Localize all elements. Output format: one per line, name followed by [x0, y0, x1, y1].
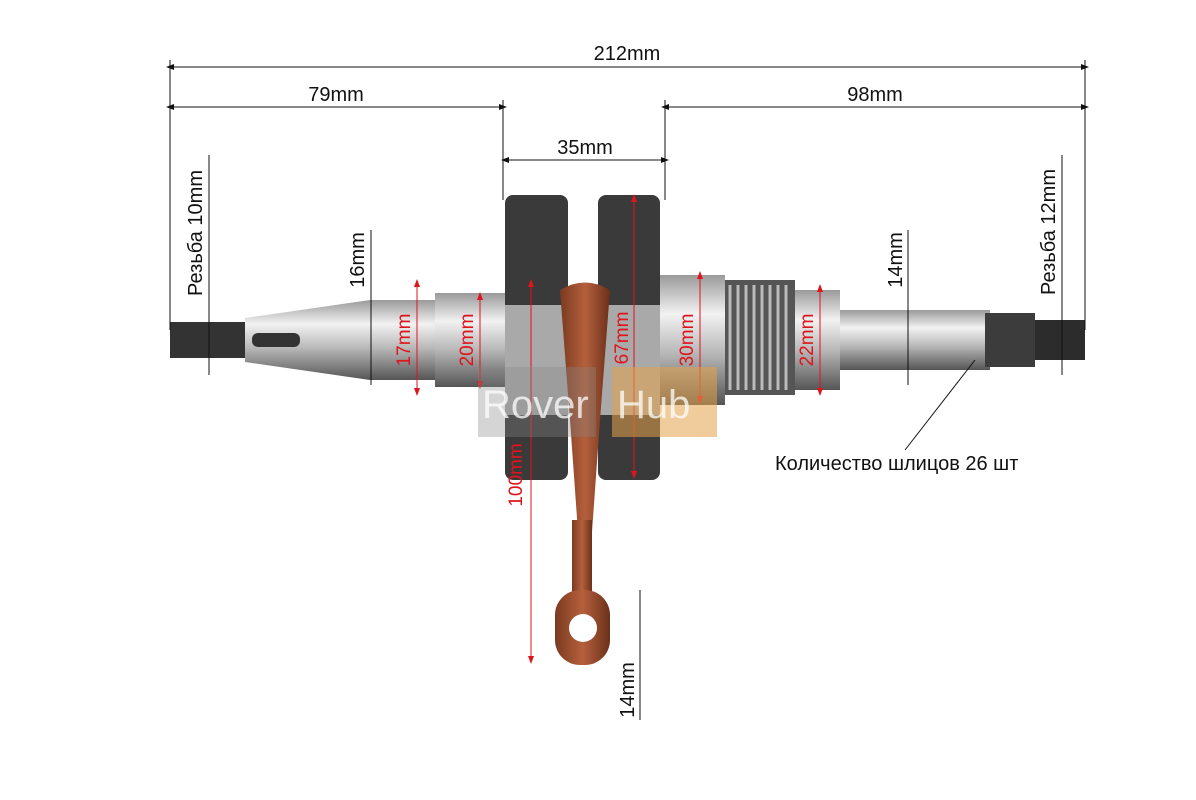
right-thread [725, 280, 795, 395]
dim-left-seat: 17mm [394, 314, 415, 367]
dim-total-length: 212mm [594, 43, 661, 65]
dim-rod-length: 100mm [506, 443, 527, 506]
spline-note: Количество шлицов 26 шт [775, 453, 1018, 475]
dim-web-width: 35mm [557, 137, 613, 159]
left-taper [245, 300, 370, 380]
watermark-logo: Rover Hub [478, 367, 717, 437]
small-end-bore [569, 614, 597, 642]
right-end-thread [1035, 320, 1085, 360]
spline [985, 313, 1035, 367]
dim-right-bearing: 30mm [677, 314, 698, 367]
dim-right-thread: Резьба 12mm [1038, 169, 1060, 295]
watermark-part2: Hub [617, 383, 690, 427]
dim-small-end: 14mm [617, 662, 639, 718]
dim-right-shaft-dia: 14mm [885, 232, 907, 288]
keyway [252, 333, 300, 347]
dim-right-shaft: 98mm [847, 84, 903, 106]
dim-left-shaft: 79mm [308, 84, 364, 106]
dim-left-bearing: 20mm [457, 314, 478, 367]
rod-beam [572, 520, 592, 600]
black-dimension-lines [166, 60, 1089, 720]
dim-right-seat: 22mm [797, 314, 818, 367]
dim-web-diameter: 67mm [612, 312, 633, 365]
right-shaft [840, 310, 990, 370]
dim-left-thread: Резьба 10mm [185, 170, 207, 296]
left-bearing-seat [435, 293, 505, 387]
crankshaft-illustration [170, 195, 1085, 665]
dim-left-taper: 16mm [347, 232, 369, 288]
left-seat [370, 300, 440, 380]
connecting-rod [560, 282, 610, 560]
watermark-part1: Rover [482, 383, 589, 427]
